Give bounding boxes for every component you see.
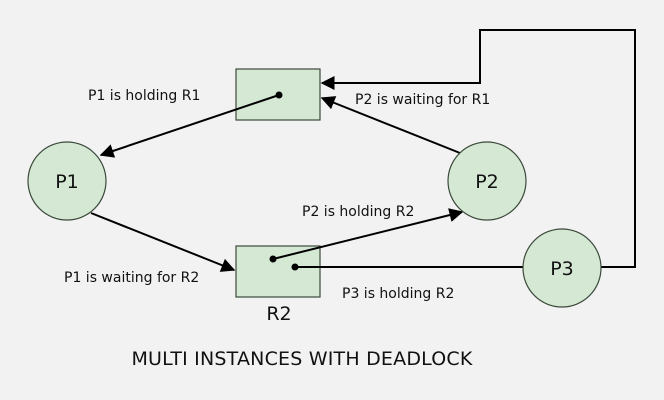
edge-r1-to-p1 <box>99 94 280 158</box>
diagram-title: MULTI INSTANCES WITH DEADLOCK <box>131 348 472 370</box>
resource-r2-box <box>235 245 321 298</box>
r2-instance-dot-1 <box>269 255 277 263</box>
edge-r2-to-p2 <box>272 208 464 260</box>
process-p3-label: P3 <box>550 258 574 280</box>
process-p2-circle <box>447 141 527 221</box>
edge-label-p2-waiting-r1: P2 is waiting for R1 <box>355 92 490 108</box>
resource-r2-label: R2 <box>266 303 291 325</box>
edge-label-p3-holding-r2: P3 is holding R2 <box>342 286 454 302</box>
edge-label-p1-holding-r1: P1 is holding R1 <box>88 88 200 104</box>
edge-p3-to-r1 <box>320 29 636 268</box>
process-p1-circle <box>27 141 107 221</box>
process-p2-label: P2 <box>475 171 499 193</box>
edge-p2-to-r1 <box>320 96 461 154</box>
edge-label-p2-holding-r2: P2 is holding R2 <box>302 204 414 220</box>
process-p3-circle <box>522 228 602 308</box>
r1-instance-dot <box>275 91 283 99</box>
edge-p1-to-r2 <box>90 212 236 272</box>
process-p1-label: P1 <box>55 171 79 193</box>
r2-instance-dot-2 <box>291 263 299 271</box>
edge-label-p1-waiting-r2: P1 is waiting for R2 <box>64 270 199 286</box>
